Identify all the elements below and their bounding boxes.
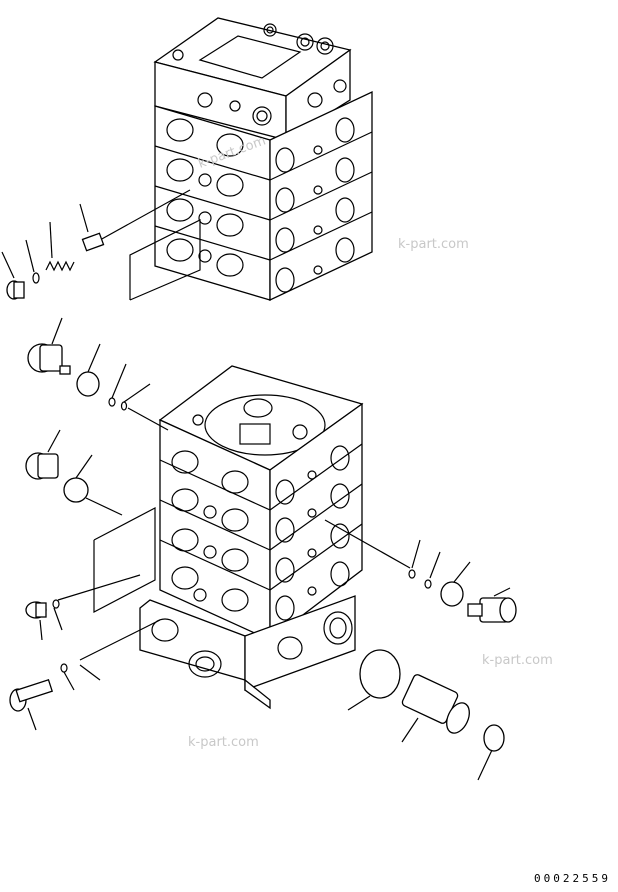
- plug-part-2: [25, 452, 59, 480]
- relief-valve-part: [27, 343, 71, 375]
- o-ring-large: [76, 371, 100, 397]
- plug-part: [6, 280, 25, 300]
- check-valve-part: [401, 674, 470, 734]
- spool-part: [81, 232, 105, 252]
- part-number-label: 00022559: [534, 872, 611, 885]
- spring-part: [45, 260, 75, 272]
- upper-exploded-parts: [1, 189, 201, 301]
- relief-valve-part-2: [467, 597, 517, 623]
- watermark-text: k-part.com: [188, 735, 259, 750]
- small-plug-part: [25, 601, 47, 619]
- o-ring-small: [108, 397, 116, 407]
- o-ring-large-4: [483, 724, 505, 752]
- o-ring-large-3: [440, 581, 464, 607]
- watermark-text: k-part.com: [482, 653, 553, 668]
- o-ring-large-2: [63, 477, 89, 503]
- o-ring-part: [32, 272, 40, 284]
- upper-control-valve-block: [153, 17, 373, 302]
- bolt-part: [9, 678, 54, 712]
- lower-control-valve-block: [139, 365, 364, 710]
- watermark-text: k-part.com: [398, 237, 469, 252]
- large-o-ring-part: [359, 649, 401, 699]
- lower-left-exploded-parts: [9, 317, 169, 731]
- lower-right-exploded-parts: [324, 519, 517, 781]
